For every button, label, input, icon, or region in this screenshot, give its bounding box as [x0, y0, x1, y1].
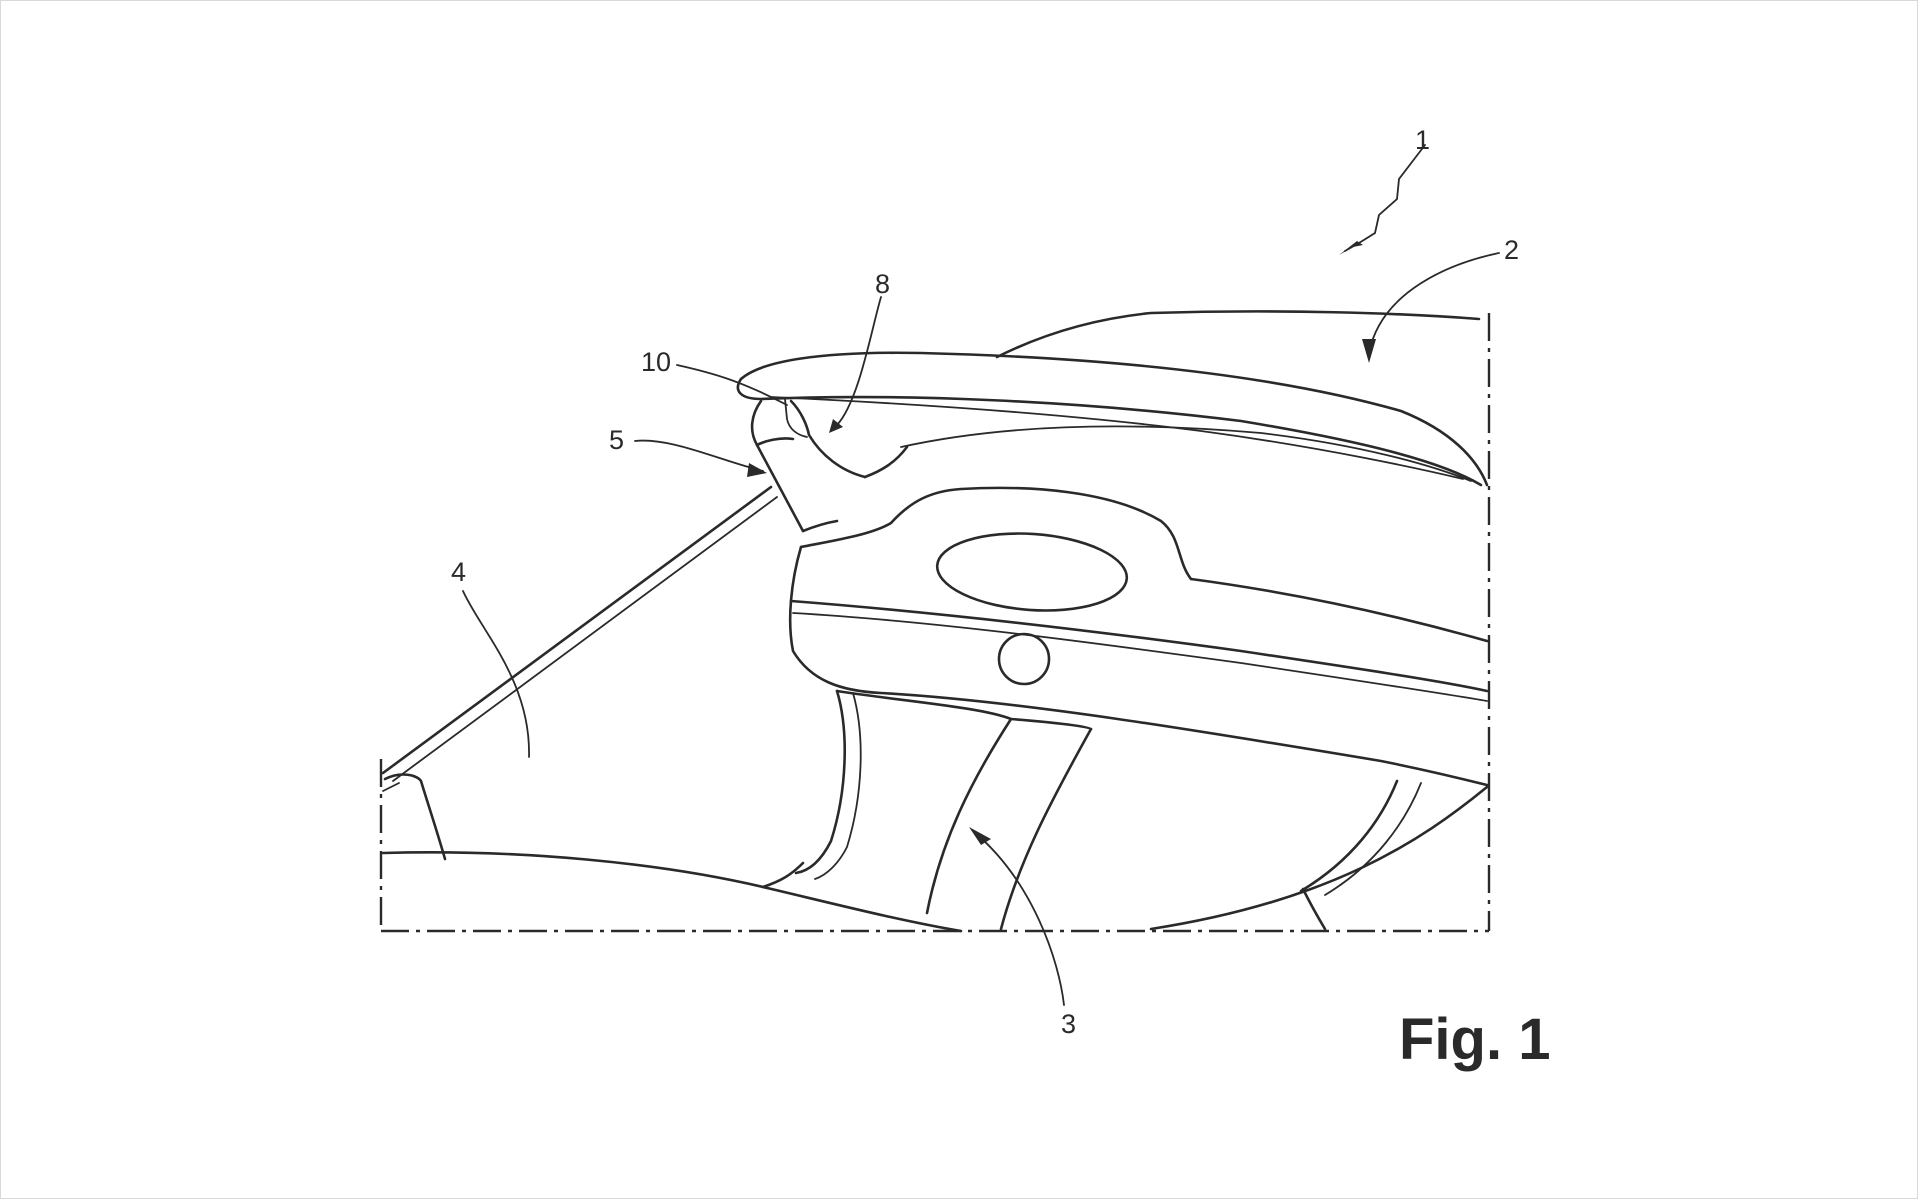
label-10: 10	[641, 347, 671, 377]
leader-lines	[462, 144, 1500, 1006]
spoiler-housing	[788, 486, 1489, 787]
figure-caption: Fig. 1	[1399, 1007, 1550, 1072]
lower-body	[381, 851, 963, 933]
label-4: 4	[451, 557, 466, 587]
spoiler-shell	[736, 310, 1489, 487]
round-element	[997, 632, 1051, 686]
label-8: 8	[875, 269, 890, 299]
label-1: 1	[1415, 125, 1430, 155]
rear-body-panel	[794, 689, 1489, 931]
label-5: 5	[609, 425, 624, 455]
housing-opening	[935, 532, 1129, 612]
label-2: 2	[1504, 235, 1519, 265]
rear-window	[381, 485, 778, 861]
spoiler-support	[750, 398, 909, 533]
label-3: 3	[1061, 1009, 1076, 1039]
